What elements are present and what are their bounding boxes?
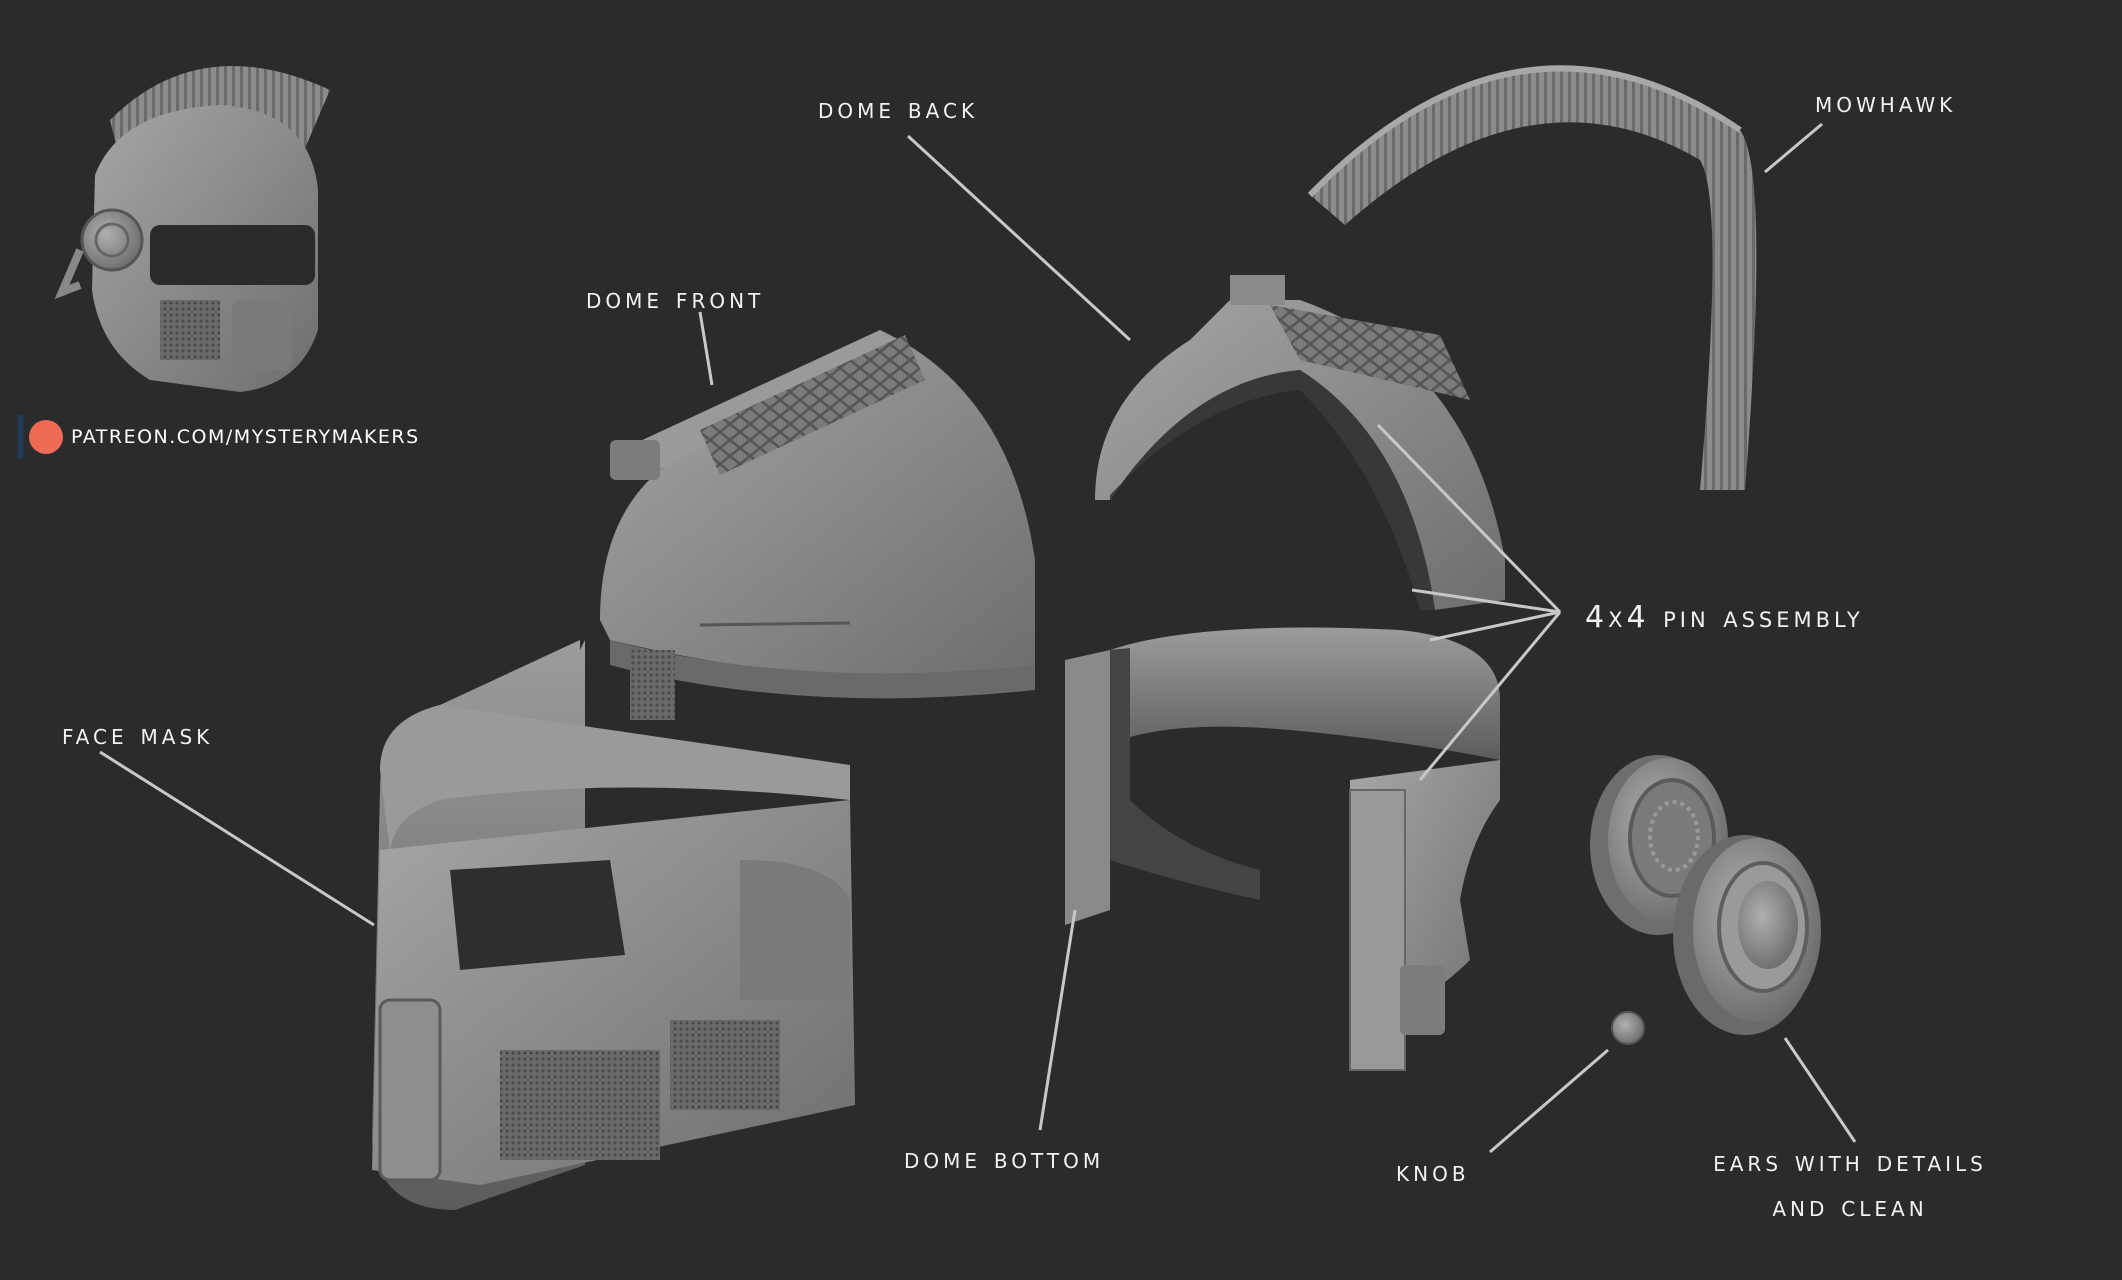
leader-face-mask — [99, 750, 375, 927]
leader-dome-front — [698, 311, 714, 386]
leader-mowhawk — [1764, 122, 1823, 174]
label-ears-line1: EARS WITH DETAILS — [1713, 1145, 1987, 1178]
label-ears-line2: AND CLEAN — [1772, 1190, 1928, 1223]
label-dome-back: DOME BACK — [818, 92, 979, 125]
leader-pin-3 — [1429, 610, 1561, 642]
dome-front — [600, 330, 1035, 699]
face-mask — [372, 640, 855, 1210]
label-mowhawk: MOWHAWK — [1815, 86, 1957, 119]
ear-right — [1673, 835, 1821, 1035]
label-dome-bottom: DOME BOTTOM — [904, 1142, 1105, 1175]
dome-back — [1095, 275, 1505, 610]
leader-knob — [1489, 1048, 1609, 1154]
leader-dome-back — [906, 134, 1132, 342]
patreon-logo-icon — [29, 420, 63, 454]
knob — [1611, 1011, 1645, 1045]
leader-pin-1 — [1376, 423, 1562, 614]
label-dome-front: DOME FRONT — [586, 282, 765, 315]
leader-pin-2 — [1411, 588, 1561, 614]
mowhawk — [1307, 65, 1757, 490]
label-face-mask: FACE MASK — [62, 718, 214, 751]
assembled-helmet — [54, 66, 330, 392]
watermark-bar — [18, 415, 23, 459]
leader-dome-bottom — [1038, 909, 1077, 1131]
watermark: PATREON.COM/MYSTERYMAKERS — [18, 415, 420, 459]
leader-lines — [99, 122, 1857, 1154]
label-knob: KNOB — [1396, 1155, 1470, 1188]
dome-bottom — [1065, 627, 1500, 1071]
watermark-text: PATREON.COM/MYSTERYMAKERS — [71, 426, 420, 448]
leader-pin-4 — [1418, 611, 1562, 781]
label-pin-assembly: 4X4 PIN ASSEMBLY — [1585, 600, 1864, 635]
leader-ears — [1783, 1037, 1857, 1143]
